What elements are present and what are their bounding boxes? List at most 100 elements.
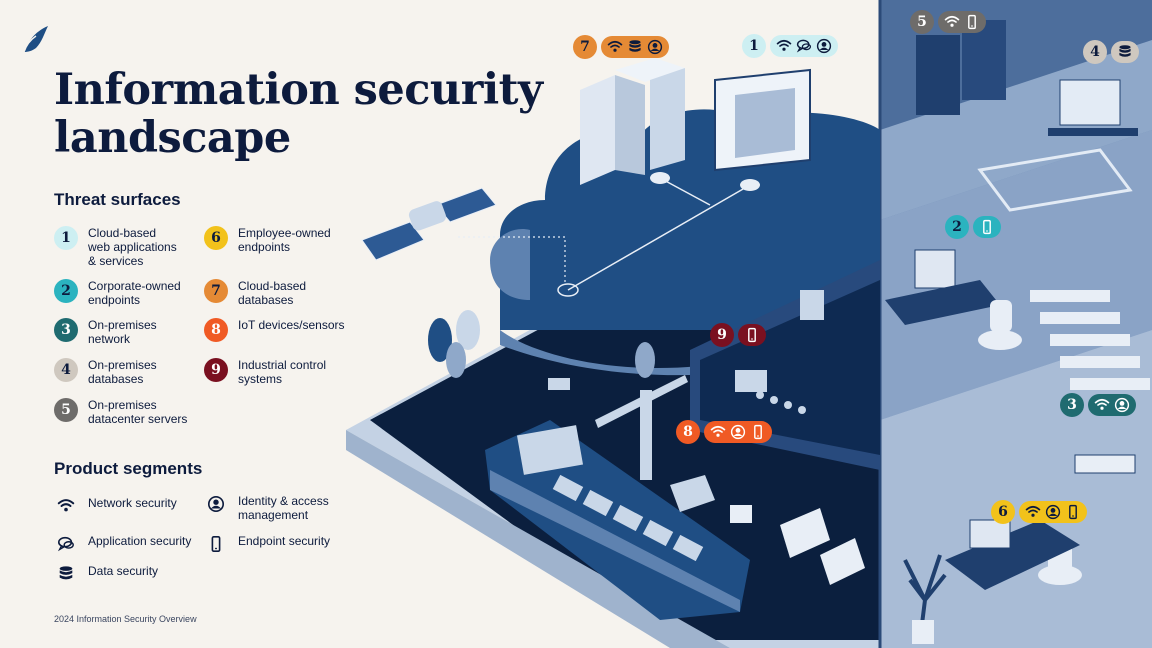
- badge-threat-4: 4: [1083, 40, 1139, 64]
- phone-icon: [211, 535, 221, 553]
- badge-threat-2: 2: [945, 215, 1001, 239]
- badge-threat-9: 9: [710, 323, 766, 347]
- wifi-icon: [944, 15, 960, 27]
- badge-number: 7: [573, 35, 597, 59]
- segment-phone: Endpoint security: [204, 534, 330, 554]
- title-line-1: Information security: [54, 65, 543, 115]
- badge-threat-3: 3: [1060, 393, 1136, 417]
- badge-number: 2: [945, 215, 969, 239]
- threat-item-1: 1 Cloud-based web applications & services: [54, 226, 204, 268]
- threat-item-6: 6 Employee-owned endpoints: [204, 226, 354, 254]
- database-icon: [629, 40, 641, 52]
- phone-icon: [754, 424, 762, 440]
- page-title: Information security landscape: [54, 66, 543, 162]
- threat-number-badge: 7: [204, 279, 228, 303]
- badge-number: 3: [1060, 393, 1084, 417]
- chat-icon: [57, 536, 74, 552]
- phone-icon: [748, 327, 756, 343]
- badge-threat-8: 8: [676, 420, 772, 444]
- user-icon: [647, 39, 663, 55]
- footer-text: 2024 Information Security Overview: [54, 614, 197, 624]
- badge-number: 9: [710, 323, 734, 347]
- database-icon: [59, 566, 73, 580]
- badge-number: 8: [676, 420, 700, 444]
- threat-item-4: 4 On-premises databases: [54, 358, 204, 386]
- threat-label: Corporate-owned endpoints: [88, 279, 181, 307]
- badge-threat-1: 1: [742, 34, 838, 58]
- segment-icon: [54, 496, 78, 516]
- threat-surfaces-heading: Threat surfaces: [54, 190, 181, 209]
- threat-label: On-premises datacenter servers: [88, 398, 188, 426]
- threat-label: Cloud-based databases: [238, 279, 307, 307]
- security-landscape-illustration: [346, 0, 1152, 648]
- threat-number-badge: 8: [204, 318, 228, 342]
- badge-number: 5: [910, 10, 934, 34]
- wifi-icon: [776, 39, 792, 51]
- user-icon: [1114, 397, 1130, 413]
- product-segments-heading: Product segments: [54, 459, 203, 478]
- chat-icon: [796, 39, 812, 53]
- threat-number-badge: 2: [54, 279, 78, 303]
- badge-icons: [1111, 41, 1139, 63]
- user-icon: [1045, 504, 1061, 520]
- threat-label: Industrial control systems: [238, 358, 327, 386]
- segment-chat: Application security: [54, 534, 191, 554]
- threat-item-5: 5 On-premises datacenter servers: [54, 398, 204, 426]
- threat-item-8: 8 IoT devices/sensors: [204, 318, 354, 342]
- threat-item-7: 7 Cloud-based databases: [204, 279, 354, 307]
- user-icon: [816, 38, 832, 54]
- segment-label: Endpoint security: [238, 534, 331, 548]
- badge-number: 4: [1083, 40, 1107, 64]
- segment-wifi: Network security: [54, 496, 177, 516]
- segment-label: Application security: [88, 534, 192, 548]
- segment-user: Identity & access management: [204, 494, 329, 522]
- sail-logo-icon: [23, 26, 48, 53]
- segment-icon: [204, 494, 228, 514]
- threat-number-badge: 5: [54, 398, 78, 422]
- segment-label: Data security: [88, 564, 159, 578]
- threat-label: On-premises databases: [88, 358, 157, 386]
- threat-label: Employee-owned endpoints: [238, 226, 331, 254]
- threat-number-badge: 6: [204, 226, 228, 250]
- badge-number: 1: [742, 34, 766, 58]
- badge-threat-5: 5: [910, 10, 986, 34]
- badge-icons: [973, 216, 1001, 238]
- badge-number: 6: [991, 500, 1015, 524]
- badge-icons: [704, 421, 772, 443]
- phone-icon: [1069, 504, 1077, 520]
- threat-number-badge: 9: [204, 358, 228, 382]
- wifi-icon: [1025, 505, 1041, 517]
- segment-icon: [204, 534, 228, 554]
- segment-icon: [54, 534, 78, 554]
- threat-label: IoT devices/sensors: [238, 318, 345, 332]
- segment-database: Data security: [54, 564, 158, 584]
- badge-threat-6: 6: [991, 500, 1087, 524]
- phone-icon: [968, 14, 976, 30]
- threat-item-9: 9 Industrial control systems: [204, 358, 354, 386]
- threat-item-2: 2 Corporate-owned endpoints: [54, 279, 204, 307]
- badge-icons: [1019, 501, 1087, 523]
- wifi-icon: [57, 499, 75, 512]
- badge-icons: [1088, 394, 1136, 416]
- segment-label: Network security: [88, 496, 177, 510]
- wifi-icon: [607, 40, 623, 52]
- threat-item-3: 3 On-premises network: [54, 318, 204, 346]
- badge-icons: [738, 324, 766, 346]
- badge-icons: [938, 11, 986, 33]
- segment-label: Identity & access management: [238, 494, 329, 522]
- threat-label: Cloud-based web applications & services: [88, 226, 177, 268]
- title-line-2: landscape: [54, 113, 291, 163]
- threat-number-badge: 3: [54, 318, 78, 342]
- badge-icons: [601, 36, 669, 58]
- user-icon: [730, 424, 746, 440]
- badge-threat-7: 7: [573, 35, 669, 59]
- wifi-icon: [710, 425, 726, 437]
- threat-label: On-premises network: [88, 318, 157, 346]
- threat-number-badge: 4: [54, 358, 78, 382]
- badge-icons: [770, 35, 838, 57]
- threat-number-badge: 1: [54, 226, 78, 250]
- user-icon: [207, 495, 225, 513]
- segment-icon: [54, 564, 78, 584]
- wifi-icon: [1094, 398, 1110, 410]
- database-icon: [1119, 45, 1131, 57]
